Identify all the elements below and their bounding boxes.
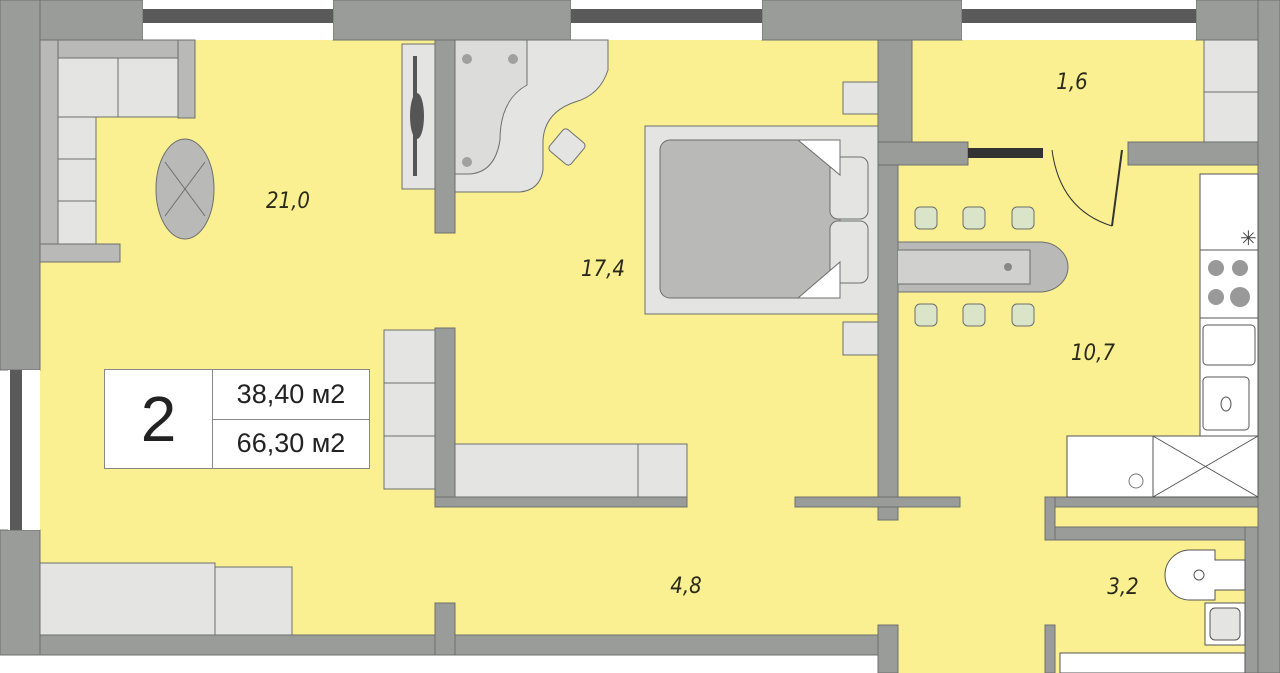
living-area: 38,40 м2 xyxy=(213,370,369,420)
svg-text:✳: ✳ xyxy=(1240,228,1257,250)
bed xyxy=(644,125,879,315)
apartment-info-box: 2 38,40 м2 66,30 м2 xyxy=(104,369,370,469)
door-storage xyxy=(968,148,1123,227)
bathroom-fixtures xyxy=(1059,549,1246,673)
rooms-count: 2 xyxy=(105,370,213,468)
area-label-kitchen: 10,7 xyxy=(1071,341,1115,366)
area-label-hallway: 4,8 xyxy=(670,574,701,599)
area-label-living-room: 21,0 xyxy=(266,189,310,214)
storage-shelf xyxy=(1203,39,1259,93)
nightstand xyxy=(842,321,879,356)
area-label-bathroom: 3,2 xyxy=(1107,575,1138,600)
desk xyxy=(454,39,609,193)
kitchen-unit: ✳ xyxy=(1066,173,1259,498)
nightstand xyxy=(842,81,879,115)
windows xyxy=(8,0,1196,530)
coffee-table xyxy=(155,138,215,240)
area-label-bedroom: 17,4 xyxy=(581,257,625,282)
wardrobe xyxy=(39,329,688,636)
sofa xyxy=(39,39,196,263)
interior-walls xyxy=(434,39,1259,673)
storage-shelf xyxy=(1203,91,1259,143)
tv-stand xyxy=(401,43,436,190)
area-label-storage: 1,6 xyxy=(1056,70,1087,95)
total-area: 66,30 м2 xyxy=(236,428,346,459)
dining-table xyxy=(897,206,1069,327)
